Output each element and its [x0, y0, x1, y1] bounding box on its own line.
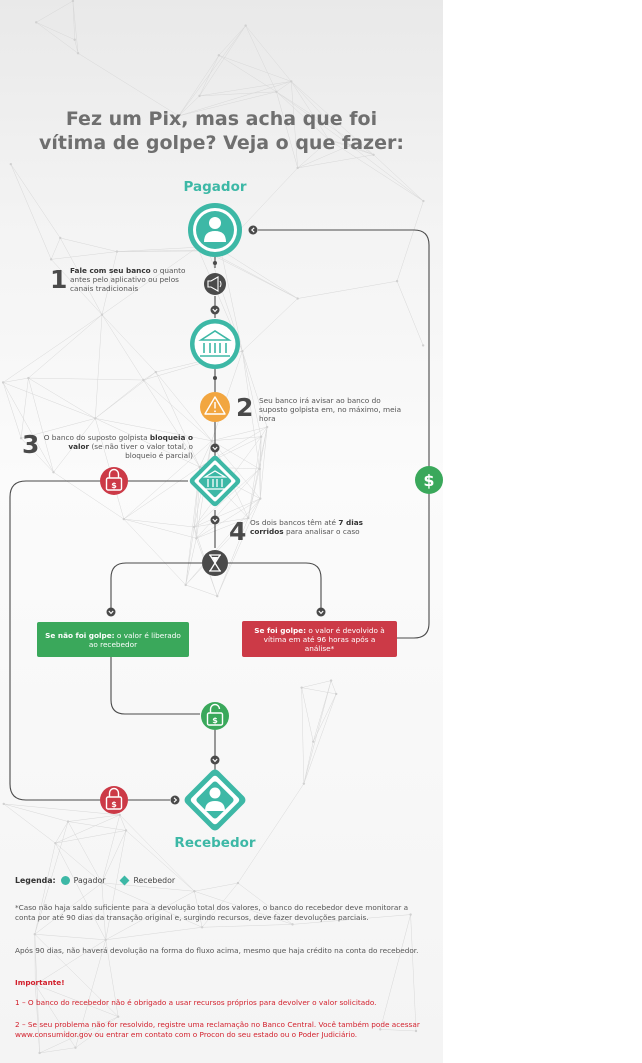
outcome-scam-text: Se foi golpe: o valor é devolvido à víti…	[248, 626, 391, 653]
network-background	[1, 0, 425, 1055]
dollar-icon: $	[415, 466, 443, 494]
step-4-pre: Os dois bancos têm até	[250, 518, 339, 527]
note-1: *Caso não haja saldo suficiente para a d…	[15, 903, 409, 922]
outcome-not-scam-text: Se não foi golpe: o valor é liberado ao …	[43, 631, 183, 649]
lock-icon: $	[100, 786, 128, 814]
user-icon	[204, 217, 226, 242]
step-4-rest: para analisar o caso	[283, 527, 360, 536]
unlock-icon: $	[201, 702, 229, 730]
outcome-not-scam-bold: Se não foi golpe:	[45, 630, 115, 640]
svg-text:$: $	[212, 716, 218, 725]
step-2-number: 2	[236, 393, 254, 422]
svg-text:$: $	[423, 471, 434, 490]
outcome-not-scam-rest: o valor é liberado ao recebedor	[88, 630, 181, 649]
outcome-not-scam: Se não foi golpe: o valor é liberado ao …	[37, 622, 189, 657]
recebedor-legend-icon	[119, 875, 130, 886]
step-3-rest: (se não tiver o valor total, o bloqueio …	[89, 442, 193, 460]
flow-diagram: $ $ $ $	[9, 203, 443, 831]
legend: Legenda: Pagador Recebedor	[15, 875, 176, 886]
hourglass-icon	[202, 550, 228, 576]
important-2: 2 – Se seu problema não for resolvido, r…	[15, 1020, 420, 1039]
outcome-scam-rest: o valor é devolvido à vítima em até 96 h…	[263, 625, 385, 653]
recebedor-label: Recebedor	[174, 835, 256, 851]
step-1-rest: o quanto antes pelo aplicativo ou pelos …	[70, 266, 186, 293]
recipient-bank-node	[189, 455, 241, 507]
step-1-bold: Fale com seu banco	[70, 266, 151, 275]
svg-text:$: $	[111, 481, 117, 490]
megaphone-icon	[204, 273, 226, 295]
important-1: 1 – O banco do recebedor não é obrigado …	[15, 998, 377, 1007]
outcome-scam-bold: Se foi golpe:	[254, 625, 307, 635]
step-3-number: 3	[22, 430, 40, 459]
important-heading: Importante!	[15, 978, 65, 987]
step-1-text: Fale com seu banco o quanto antes pelo a…	[70, 266, 195, 293]
bank-node	[190, 319, 240, 369]
recebedor-node	[184, 769, 246, 831]
note-2: Após 90 dias, não haverá devolução na fo…	[15, 946, 419, 955]
outcome-scam: Se foi golpe: o valor é devolvido à víti…	[242, 621, 397, 657]
page-title: Fez um Pix, mas acha que foi vítima de g…	[39, 108, 404, 154]
step-3-pre: O banco do suposto golpista	[43, 433, 150, 442]
step-1-number: 1	[50, 265, 68, 294]
svg-text:$: $	[111, 800, 117, 809]
step-3-bold: bloqueia o valor	[68, 433, 193, 451]
pagador-node	[188, 203, 242, 257]
legend-recebedor: Recebedor	[133, 876, 176, 885]
legend-pagador: Pagador	[73, 876, 106, 885]
step-4-number: 4	[229, 517, 247, 546]
step-4-bold: 7 dias corridos	[250, 518, 363, 536]
infographic-panel: $ $ $ $	[0, 0, 443, 1063]
step-2-text: Seu banco irá avisar ao banco do suposto…	[259, 396, 402, 423]
step-4-text: Os dois bancos têm até 7 dias corridos p…	[250, 518, 380, 536]
lock-icon: $	[100, 467, 128, 495]
bank-icon	[198, 330, 232, 357]
pagador-label: Pagador	[183, 179, 247, 195]
warning-icon	[200, 392, 230, 422]
step-3-text: O banco do suposto golpista bloqueia o v…	[40, 433, 193, 460]
pagador-legend-icon	[60, 876, 70, 885]
legend-label: Legenda:	[15, 876, 56, 885]
